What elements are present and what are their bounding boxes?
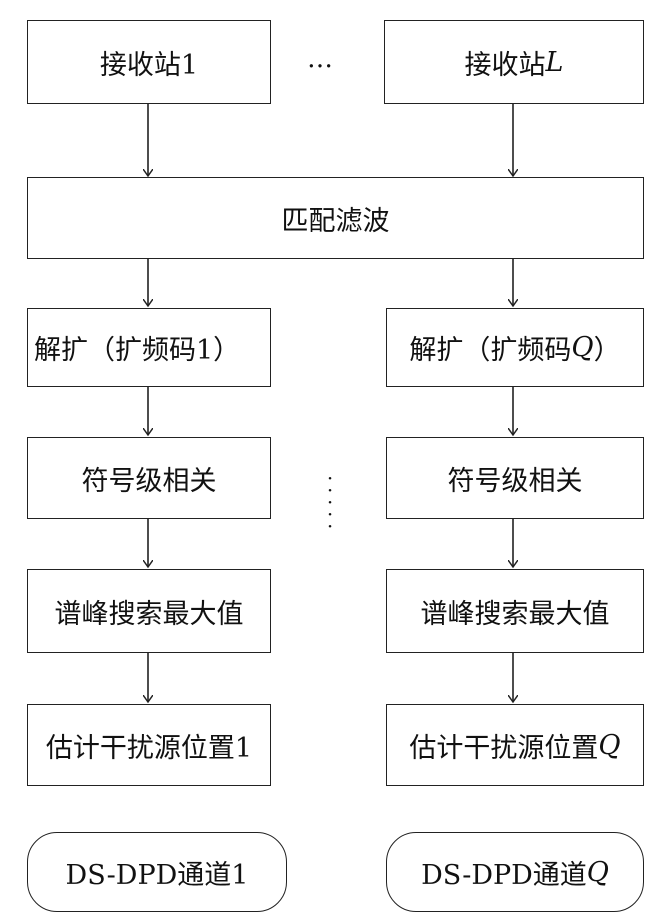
peak-search-right: 谱峰搜索最大值 (386, 569, 644, 653)
receiver-station-1-label: 接收站1 (99, 49, 199, 81)
estimate-position-left: 估计干扰源位置1 (27, 704, 271, 786)
peak-search-left-label: 谱峰搜索最大值 (54, 598, 244, 630)
despread-left: 解扩（扩频码1） (27, 308, 271, 387)
receiver-station-L-var: L (545, 46, 564, 78)
estimate-position-left-label: 估计干扰源位置1 (45, 732, 253, 764)
channel-right-prefix: DS-DPD通道 (421, 859, 587, 891)
despread-right-var: Q (571, 332, 594, 363)
matched-filter-label: 匹配滤波 (281, 205, 390, 237)
receiver-station-L-label: 接收站 (464, 49, 546, 81)
peak-search-right-label: 谱峰搜索最大值 (420, 598, 610, 630)
channel-left-label: DS-DPD通道1 (65, 859, 249, 891)
despread-right-suffix: ） (593, 335, 621, 366)
receiver-station-1: 接收站1 (27, 20, 271, 104)
symbol-correlation-left: 符号级相关 (27, 437, 271, 519)
despread-left-label: 解扩（扩频码1） (34, 335, 241, 366)
symbol-correlation-right-label: 符号级相关 (447, 465, 583, 497)
horizontal-ellipsis: … (307, 44, 333, 74)
vertical-ellipsis: ····· (326, 466, 334, 538)
estimate-position-right-prefix: 估计干扰源位置 (409, 732, 599, 764)
despread-right-prefix: 解扩（扩频码 (409, 335, 572, 366)
channel-left: DS-DPD通道1 (27, 832, 287, 912)
estimate-position-right-var: Q (598, 729, 621, 761)
channel-right-var: Q (586, 856, 609, 888)
peak-search-left: 谱峰搜索最大值 (27, 569, 271, 653)
matched-filter-box: 匹配滤波 (27, 177, 644, 259)
symbol-correlation-left-label: 符号级相关 (81, 465, 217, 497)
symbol-correlation-right: 符号级相关 (386, 437, 644, 519)
